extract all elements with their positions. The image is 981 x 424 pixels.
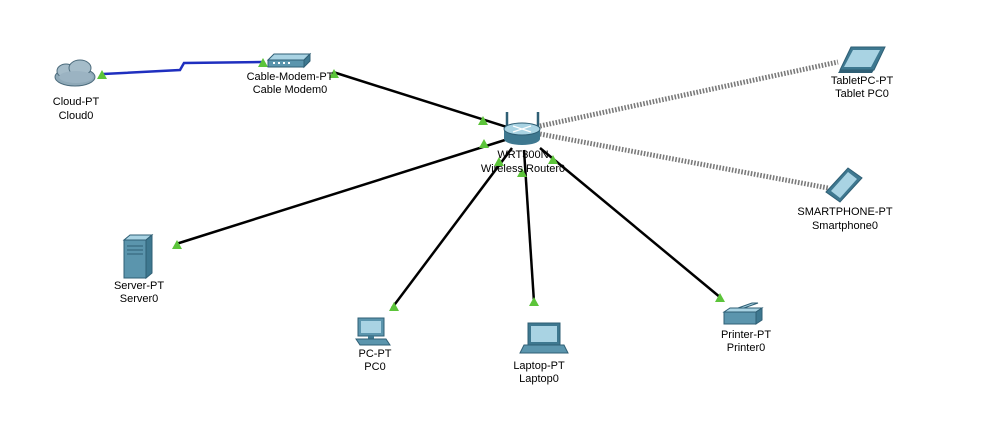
smartphone-icon [825,167,863,203]
link-up-indicator [548,155,558,164]
wireless-router-icon [503,112,541,145]
link-router-to-tablet[interactable] [539,59,839,129]
link-router-to-pc[interactable] [391,147,513,309]
link-modem-to-router[interactable] [332,70,511,130]
link-up-indicator [97,70,107,79]
link-up-indicator [494,157,504,166]
device-name-label: Cable Modem0 [253,84,328,96]
server-icon [122,233,154,280]
device-tablet[interactable]: TabletPC-PT Tablet PC0 [831,46,894,100]
device-type-label: SMARTPHONE-PT [797,206,892,218]
device-type-label: Cloud-PT [53,96,100,108]
link-router-to-printer[interactable] [539,147,722,299]
device-wireless-router[interactable]: WRT300N Wireless Router0 [481,112,565,175]
device-printer[interactable]: Printer-PT Printer0 [721,302,771,354]
link-cloud-to-modem[interactable] [102,60,263,76]
link-up-indicator [258,58,268,67]
printer-icon [722,302,764,325]
device-name-label: Wireless Router0 [481,163,565,175]
links-layer [102,59,839,309]
device-name-label: Printer0 [727,342,766,354]
cable-modem-icon [266,52,312,69]
device-type-label: Printer-PT [721,329,771,341]
link-up-indicator [329,69,339,78]
device-type-label: Cable-Modem-PT [247,71,334,83]
device-name-label: Smartphone0 [812,220,878,232]
laptop-icon [519,322,569,354]
device-laptop[interactable]: Laptop-PT Laptop0 [513,322,569,385]
link-router-to-server[interactable] [175,138,506,246]
device-cloud[interactable]: Cloud-PT Cloud0 [53,59,100,122]
device-cable-modem[interactable]: Cable-Modem-PT Cable Modem0 [247,52,334,96]
device-name-label: Tablet PC0 [835,88,889,100]
device-name-label: Laptop0 [519,373,559,385]
device-type-label: WRT300N [497,149,548,161]
device-server[interactable]: Server-PT Server0 [114,233,164,305]
device-type-label: TabletPC-PT [831,75,894,87]
device-type-label: PC-PT [359,348,392,360]
device-name-label: Server0 [120,293,159,305]
link-up-indicator [389,302,399,311]
link-up-indicator [517,168,527,177]
device-type-label: Server-PT [114,280,164,292]
link-router-to-smartphone[interactable] [539,131,829,191]
link-up-indicator [478,116,488,125]
device-name-label: Cloud0 [59,110,94,122]
link-up-indicator [479,139,489,148]
link-up-indicator [715,293,725,302]
tablet-icon [838,46,886,73]
link-up-indicator [529,297,539,306]
cloud-icon [54,59,96,87]
device-type-label: Laptop-PT [513,360,565,372]
device-smartphone[interactable]: SMARTPHONE-PT Smartphone0 [797,167,893,232]
device-pc[interactable]: PC-PT PC0 [355,317,392,373]
device-name-label: PC0 [364,361,385,373]
link-status-indicators [97,58,725,311]
link-up-indicator [172,240,182,249]
pc-icon [355,317,391,346]
